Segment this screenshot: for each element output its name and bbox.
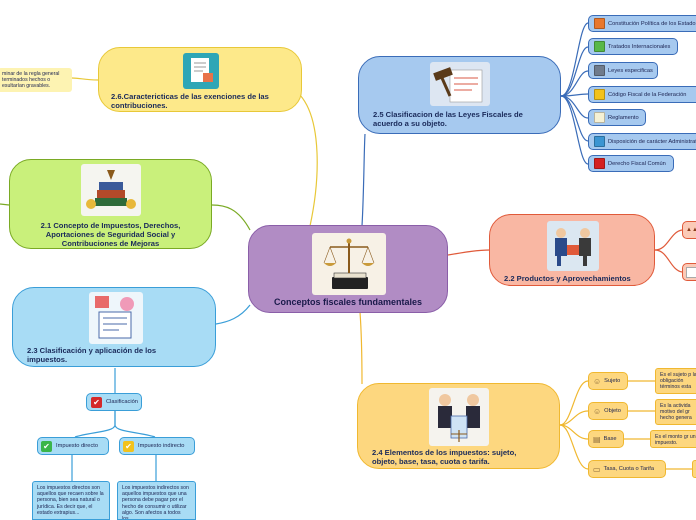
branch-concepto-title: 2.1 Concepto de Impuestos, Derechos, Apo… bbox=[40, 221, 181, 248]
elemento-item-note: Es el sujeto p la obligación términos es… bbox=[655, 368, 696, 394]
elemento-item-note bbox=[692, 460, 696, 478]
branch-clasificacion-impuestos[interactable]: 2.3 Clasificación y aplicación de los im… bbox=[12, 287, 216, 367]
leyes-item[interactable]: Reglamento bbox=[588, 109, 646, 126]
elemento-item[interactable]: ▤Base bbox=[588, 430, 624, 448]
checkmark-icon: ✔ bbox=[91, 396, 102, 408]
central-topic[interactable]: Conceptos fiscales fundamentales bbox=[248, 225, 448, 313]
impuesto-indirecto-node[interactable]: ✔ Impuesto indirecto bbox=[119, 437, 195, 455]
leyes-item-label: Reglamento bbox=[608, 114, 639, 121]
productos-subnode-1[interactable]: ▲▲ bbox=[682, 221, 696, 239]
branch-clasificacion-impuestos-title: 2.3 Clasificación y aplicación de los im… bbox=[27, 346, 157, 364]
leyes-item[interactable]: Disposición de carácter Administrativo bbox=[588, 133, 696, 150]
branch-productos[interactable]: 2.2 Productos y Aprovechamientos bbox=[489, 214, 655, 286]
branch-productos-title: 2.2 Productos y Aprovechamientos bbox=[504, 274, 631, 283]
book-icon bbox=[594, 112, 605, 123]
impuesto-indirecto-note: Los impuestos indirectos son aquellos im… bbox=[117, 481, 196, 520]
impuesto-directo-label: Impuesto directo bbox=[56, 443, 99, 449]
impuesto-directo-node[interactable]: ✔ Impuesto directo bbox=[37, 437, 109, 455]
leyes-item-label: Código Fiscal de la Federación bbox=[608, 91, 687, 98]
checkmark-icon: ✔ bbox=[41, 440, 52, 452]
money-icon: ▭ bbox=[593, 464, 601, 474]
elemento-item[interactable]: ☺Objeto bbox=[588, 402, 628, 420]
leyes-item-label: Derecho Fiscal Común bbox=[608, 160, 666, 167]
elemento-item-label: Objeto bbox=[604, 408, 621, 414]
central-topic-title: Conceptos fiscales fundamentales bbox=[273, 297, 423, 307]
leyes-item-label: Tratados Internacionales bbox=[608, 43, 671, 50]
clasificacion-node[interactable]: ✔ Clasificación bbox=[86, 393, 142, 411]
leyes-item[interactable]: Código Fiscal de la Federación bbox=[588, 86, 696, 103]
branch-leyes[interactable]: 2.5 Clasificacion de las Leyes Fiscales … bbox=[358, 56, 561, 134]
document-signing-icon bbox=[183, 53, 219, 89]
person-icon: ☺ bbox=[593, 406, 602, 416]
book-icon bbox=[594, 136, 605, 147]
impuesto-indirecto-label: Impuesto indirecto bbox=[138, 443, 185, 449]
leyes-item-label: Disposición de carácter Administrativo bbox=[608, 138, 696, 145]
branch-leyes-title: 2.5 Clasificacion de las Leyes Fiscales … bbox=[373, 110, 523, 128]
elemento-item-label: Tasa, Cuota o Tarifa bbox=[603, 466, 655, 472]
elemento-item[interactable]: ☺Sujeto bbox=[588, 372, 628, 390]
scales-of-justice-icon bbox=[312, 233, 386, 295]
impuesto-directo-note: Los impuestos directos son aquellos que … bbox=[32, 481, 110, 520]
productos-subnode-2[interactable] bbox=[682, 263, 696, 281]
leyes-item-label: Constitución Política de los Estados bbox=[608, 20, 696, 27]
lawyers-scales-icon bbox=[429, 388, 489, 446]
gavel-document-icon bbox=[430, 62, 490, 106]
elemento-item-note: Es la activida motivo del gr hecho gener… bbox=[655, 399, 696, 425]
exenciones-note: minar de la regla general terminados hec… bbox=[0, 68, 72, 92]
checkmark-icon: ✔ bbox=[123, 440, 134, 452]
chart-icon: ▤ bbox=[593, 434, 601, 444]
document-icon bbox=[686, 266, 696, 278]
leyes-item[interactable]: Constitución Política de los Estados bbox=[588, 15, 696, 32]
branch-elementos[interactable]: 2.4 Elementos de los impuestos: sujeto, … bbox=[357, 383, 560, 469]
leyes-item[interactable]: Leyes especificas bbox=[588, 62, 658, 79]
branch-concepto[interactable]: 2.1 Concepto de Impuestos, Derechos, Apo… bbox=[9, 159, 212, 249]
book-icon bbox=[594, 158, 605, 169]
book-icon bbox=[594, 89, 605, 100]
books-and-coins-icon bbox=[81, 164, 141, 216]
branch-exenciones-title: 2.6.Caractericticas de las exenciones de… bbox=[111, 92, 269, 110]
leyes-item[interactable]: Tratados Internacionales bbox=[588, 38, 678, 55]
book-icon bbox=[594, 65, 605, 76]
branch-elementos-title: 2.4 Elementos de los impuestos: sujeto, … bbox=[372, 448, 517, 466]
handshake-icon: ▲▲ bbox=[686, 227, 696, 233]
tax-forms-icon bbox=[89, 292, 143, 344]
elemento-item[interactable]: ▭Tasa, Cuota o Tarifa bbox=[588, 460, 666, 478]
elemento-item-label: Base bbox=[603, 436, 617, 442]
clasificacion-label: Clasificación bbox=[106, 399, 138, 405]
leyes-item[interactable]: Derecho Fiscal Común bbox=[588, 155, 674, 172]
business-people-icon bbox=[547, 221, 599, 271]
elemento-item-label: Sujeto bbox=[604, 378, 621, 384]
elemento-item-note: Es el monto gr un impuesto. bbox=[650, 430, 696, 448]
branch-exenciones[interactable]: 2.6.Caractericticas de las exenciones de… bbox=[98, 47, 302, 112]
book-icon bbox=[594, 18, 605, 29]
person-icon: ☺ bbox=[593, 376, 602, 386]
leyes-item-label: Leyes especificas bbox=[608, 67, 653, 74]
book-icon bbox=[594, 41, 605, 52]
